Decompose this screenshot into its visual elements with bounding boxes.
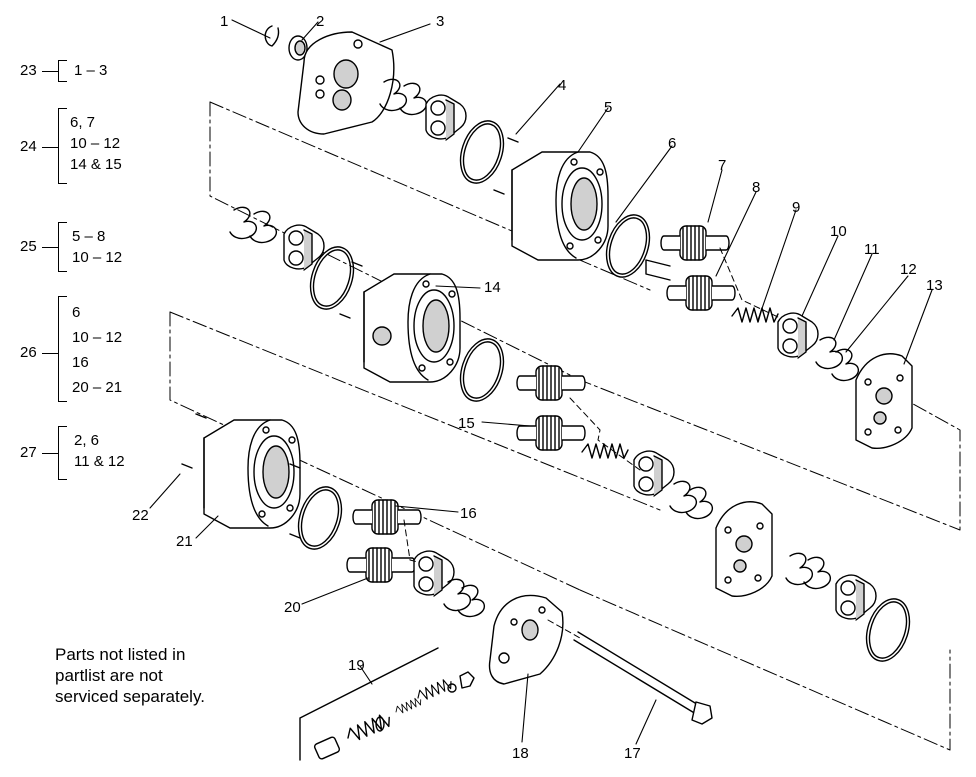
kit-number: 26 (20, 344, 37, 361)
driven-gear-8 (645, 259, 736, 311)
kit-item: 10 – 12 (72, 329, 123, 346)
kit-item: 5 – 8 (72, 228, 106, 245)
kit-item: 1 – 3 (74, 62, 108, 79)
callout-7: 7 (718, 157, 726, 174)
service-note: Parts not listed in partlist are not ser… (55, 644, 205, 707)
kit-number: 25 (20, 238, 37, 255)
callout-8: 8 (752, 179, 760, 196)
kit-item: 10 – 12 (70, 135, 121, 152)
bearing-block (633, 450, 675, 497)
kit-number: 23 (20, 62, 37, 79)
kit-item: 16 (72, 354, 89, 371)
callout-3: 3 (436, 13, 444, 30)
backup-ring-12 (831, 348, 860, 382)
dowel-pin-4 (493, 137, 519, 195)
kit-item: 6, 7 (70, 114, 96, 131)
callout-5: 5 (604, 99, 612, 116)
callout-labels: 1 2 3 4 5 6 7 8 9 10 11 12 13 14 15 16 1… (132, 13, 943, 762)
section-outline-lower (169, 311, 951, 751)
snap-ring-1 (264, 25, 280, 47)
gear-15a (516, 365, 586, 401)
note-line: Parts not listed in (55, 645, 186, 664)
callout-6: 6 (668, 135, 676, 152)
bearing-block (283, 224, 325, 271)
callout-21: 21 (176, 533, 193, 550)
callout-14: 14 (484, 279, 501, 296)
bearing-block (425, 94, 467, 141)
kit-26: 26 6 10 – 12 16 20 – 21 (20, 296, 160, 404)
callout-2: 2 (316, 13, 324, 30)
kit-item: 10 – 12 (72, 249, 123, 266)
gear-20 (346, 547, 416, 583)
callout-10: 10 (830, 223, 847, 240)
bearing-block (413, 550, 455, 597)
gear-16 (352, 499, 422, 535)
rear-cover-18 (488, 594, 564, 685)
front-cover-3 (297, 31, 395, 135)
callout-18: 18 (512, 745, 529, 762)
note-line: partlist are not (55, 666, 163, 685)
seal-clip (785, 552, 814, 586)
callout-9: 9 (792, 199, 800, 216)
seal-clip (803, 556, 832, 590)
gear-housing-21 (203, 419, 301, 529)
callout-13: 13 (926, 277, 943, 294)
callout-4: 4 (558, 77, 566, 94)
seal-11 (815, 336, 844, 370)
assembly-dashed-paths (403, 247, 781, 639)
drive-gear-7 (660, 225, 730, 261)
tie-bolt-17 (573, 631, 713, 725)
gear-15b (516, 415, 586, 451)
spline-coupling-9 (731, 307, 779, 323)
dowel-pin-22 (181, 413, 301, 539)
bearing-block-10 (777, 312, 819, 359)
callout-22: 22 (132, 507, 149, 524)
adapter-plate (715, 501, 773, 598)
dowel-pin (339, 261, 363, 319)
seal-clip (249, 210, 278, 244)
bearing-block (835, 574, 877, 621)
note-line: serviced separately. (55, 687, 205, 706)
callout-15: 15 (458, 415, 475, 432)
kit-23: 23 1 – 3 (20, 60, 140, 84)
callout-12: 12 (900, 261, 917, 278)
callout-1: 1 (220, 13, 228, 30)
callout-11: 11 (864, 241, 880, 258)
kit-item: 14 & 15 (70, 156, 122, 173)
end-plate-13 (855, 353, 913, 450)
o-ring (452, 332, 512, 408)
callout-17: 17 (624, 745, 641, 762)
kit-item: 11 & 12 (74, 453, 125, 470)
kit-number: 24 (20, 138, 37, 155)
leader-lines (149, 19, 933, 745)
relief-valve-19 (299, 647, 475, 761)
seal-clip (399, 82, 428, 116)
gear-housing-5 (511, 151, 609, 261)
callout-16: 16 (460, 505, 477, 522)
kit-item: 2, 6 (74, 432, 100, 449)
kit-item: 6 (72, 304, 81, 321)
kit-25: 25 5 – 8 10 – 12 (20, 222, 160, 274)
gear-housing-14 (363, 273, 461, 383)
kit-item: 20 – 21 (72, 379, 123, 396)
callout-20: 20 (284, 599, 301, 616)
shaft-seal-2 (288, 35, 308, 61)
kit-24: 24 6, 7 10 – 12 14 & 15 (20, 108, 160, 184)
callout-19: 19 (348, 657, 365, 674)
seal-clip (669, 480, 698, 514)
kit-27: 27 2, 6 11 & 12 (20, 426, 160, 480)
kit-number: 27 (20, 444, 37, 461)
seal-clip (685, 486, 714, 520)
